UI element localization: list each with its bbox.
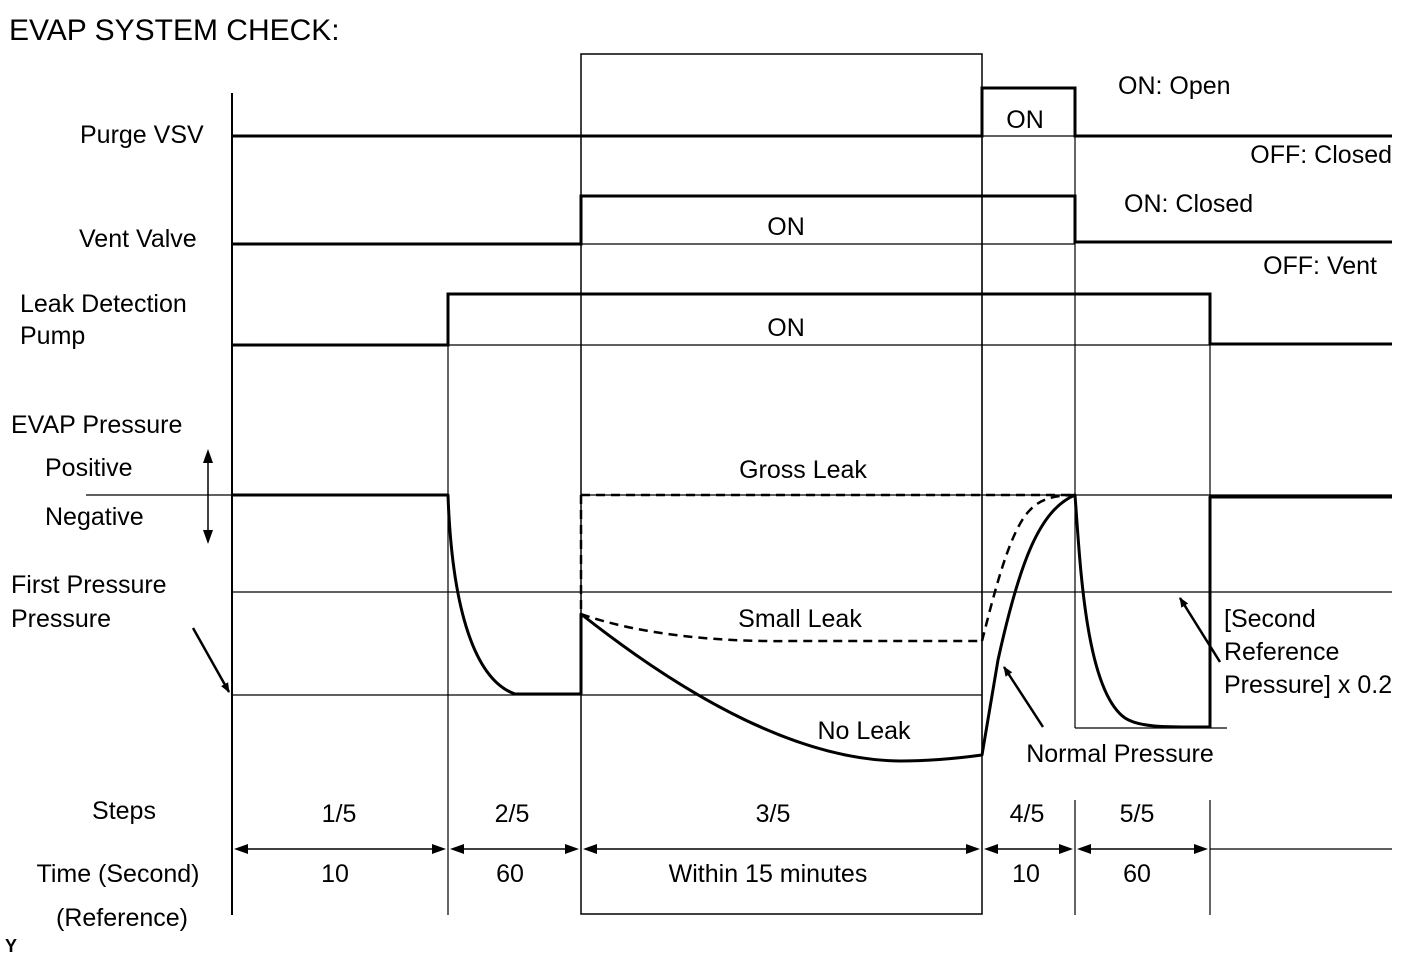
- positive-label: Positive: [45, 454, 133, 482]
- steps-label: Steps: [92, 797, 156, 825]
- no-leak-label: No Leak: [817, 717, 911, 745]
- step3-frame: [580, 53, 983, 915]
- vent-valve-label: Vent Valve: [79, 225, 197, 253]
- first-pressure-label-line2: Pressure: [11, 605, 111, 633]
- step-3-label: 3/5: [756, 800, 791, 828]
- leak-pump-signal: [232, 292, 1392, 347]
- step-5-arrowhead-right: [1194, 844, 1208, 854]
- purge-vsv-label: Purge VSV: [80, 121, 204, 149]
- second-ref-label-line2: Reference: [1224, 638, 1339, 666]
- step-5-arrowhead-left: [1077, 844, 1091, 854]
- normal-pressure-arrow: [1002, 666, 1045, 728]
- pressure-main-curve: [232, 493, 1392, 763]
- step-2-arrowhead-right: [565, 844, 579, 854]
- second-ref-label-line3: Pressure] x 0.2: [1224, 671, 1392, 699]
- evap-pressure-label: EVAP Pressure: [11, 411, 182, 439]
- step-1-label: 1/5: [322, 800, 357, 828]
- step-3-arrowhead-left: [583, 844, 597, 854]
- step-2-label: 2/5: [495, 800, 530, 828]
- corner-mark: Y: [5, 936, 17, 956]
- small-leak-label: Small Leak: [738, 605, 862, 633]
- time-sublabel: (Reference): [56, 904, 188, 932]
- vent-valve-on-label: ON: [767, 213, 805, 241]
- step-1-arrowhead-left: [234, 844, 248, 854]
- second-ref-label-line1: [Second: [1224, 605, 1316, 633]
- leak-pump-on-label: ON: [767, 314, 805, 342]
- step-4-arrowhead-right: [1059, 844, 1073, 854]
- leak-pump-label-line1: Leak Detection: [20, 290, 187, 318]
- second-ref-arrow: [1178, 597, 1222, 663]
- purge-vsv-off-meaning: OFF: Closed: [1250, 141, 1392, 169]
- negative-arrowhead: [203, 530, 213, 544]
- step-4-arrowhead-left: [984, 844, 998, 854]
- vent-valve-signal: [232, 194, 1392, 246]
- step-2-arrowhead-left: [450, 844, 464, 854]
- purge-vsv-on-label: ON: [1006, 106, 1044, 134]
- purge-vsv-signal: [232, 86, 1392, 138]
- time-label: Time (Second): [36, 860, 199, 888]
- step-3-arrowhead-right: [966, 844, 980, 854]
- purge-vsv-on-meaning: ON: Open: [1118, 72, 1231, 100]
- step-5-label: 5/5: [1120, 800, 1155, 828]
- step-4-label: 4/5: [1010, 800, 1045, 828]
- vent-valve-off-meaning: OFF: Vent: [1263, 252, 1377, 280]
- first-pressure-label-line1: First Pressure: [11, 571, 167, 599]
- time-step-4: 10: [1012, 860, 1040, 888]
- small-leak-curve: [580, 612, 982, 643]
- negative-label: Negative: [45, 503, 144, 531]
- normal-pressure-label: Normal Pressure: [1026, 740, 1214, 768]
- diagram-title: EVAP SYSTEM CHECK:: [9, 14, 340, 47]
- gross-leak-label: Gross Leak: [739, 456, 867, 484]
- positive-arrowhead: [203, 449, 213, 463]
- time-step-5: 60: [1123, 860, 1151, 888]
- time-step-1: 10: [321, 860, 349, 888]
- first-pressure-arrow: [191, 627, 231, 693]
- time-step-2: 60: [496, 860, 524, 888]
- small-leak-return-curve: [980, 493, 1076, 642]
- time-step-3: Within 15 minutes: [669, 860, 868, 888]
- step-1-arrowhead-right: [432, 844, 446, 854]
- vent-valve-on-meaning: ON: Closed: [1124, 190, 1253, 218]
- leak-pump-label-line2: Pump: [20, 322, 85, 350]
